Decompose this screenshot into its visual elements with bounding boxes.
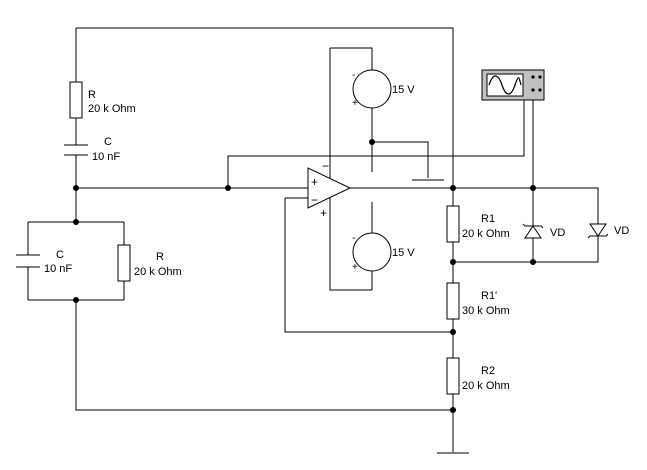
r-shunt-value: 20 k Ohm (134, 266, 182, 278)
c-series-name: C (104, 136, 112, 148)
r1-name: R1 (481, 213, 495, 225)
r1-value: 20 k Ohm (462, 228, 510, 240)
r1p-value: 30 k Ohm (462, 305, 510, 317)
junction-dot (450, 185, 456, 191)
junction-dot (530, 185, 536, 191)
v-top-neg-sign: - (352, 70, 355, 81)
r2-name: R2 (481, 365, 495, 377)
r2-value: 20 k Ohm (462, 380, 510, 392)
v-top-label: 15 V (392, 84, 415, 96)
resistor-r1-prime[interactable]: R1' 30 k Ohm (446, 282, 510, 320)
v-top-pos-sign: + (352, 98, 358, 109)
junction-dot (73, 219, 79, 225)
c-series-value: 10 nF (92, 151, 120, 163)
oscilloscope[interactable] (481, 69, 545, 101)
resistor-r1[interactable]: R1 20 k Ohm (446, 205, 510, 243)
resistor-r-top[interactable]: R 20 k Ohm (69, 81, 136, 119)
voltage-source-top[interactable]: - + 15 V (352, 69, 415, 109)
resistor-r2[interactable]: R2 20 k Ohm (446, 357, 510, 395)
junctions (73, 139, 536, 413)
op-amp[interactable]: − + − + (307, 159, 352, 220)
resistor-r-shunt[interactable]: R 20 k Ohm (117, 244, 182, 282)
r-top-name: R (88, 89, 96, 101)
c-shunt-name: C (56, 249, 64, 261)
op-amp-icon (307, 167, 352, 209)
junction-dot (225, 185, 231, 191)
zener-diode-vd1[interactable]: VD (522, 223, 565, 239)
vd2-label: VD (614, 225, 629, 237)
op-amp-plus-input-sign: + (311, 175, 318, 189)
junction-dot (73, 297, 79, 303)
v-bottom-label: 15 V (392, 247, 415, 259)
wires (27, 27, 599, 452)
v-bottom-pos-sign: + (352, 262, 358, 273)
junction-dot (450, 407, 456, 413)
op-amp-pos-supply-sign: + (320, 206, 327, 220)
junction-dot (369, 139, 375, 145)
r1p-name: R1' (481, 290, 497, 302)
voltage-source-bottom[interactable]: - + 15 V (352, 232, 415, 273)
capacitor-c-shunt[interactable]: C 10 nF (16, 249, 72, 275)
op-amp-neg-supply-sign: − (322, 159, 329, 173)
c-shunt-value: 10 nF (44, 263, 72, 275)
capacitor-c-series[interactable]: C 10 nF (64, 136, 120, 163)
r-top-value: 20 k Ohm (88, 103, 136, 115)
v-bottom-neg-sign: - (352, 233, 355, 244)
junction-dot (450, 259, 456, 265)
vd1-label: VD (550, 227, 565, 239)
r-shunt-name: R (156, 251, 164, 263)
junction-dot (73, 185, 79, 191)
junction-dot (450, 329, 456, 335)
op-amp-minus-input-sign: − (311, 193, 318, 207)
junction-dot (530, 259, 536, 265)
zener-diode-vd2[interactable]: VD (587, 223, 629, 239)
